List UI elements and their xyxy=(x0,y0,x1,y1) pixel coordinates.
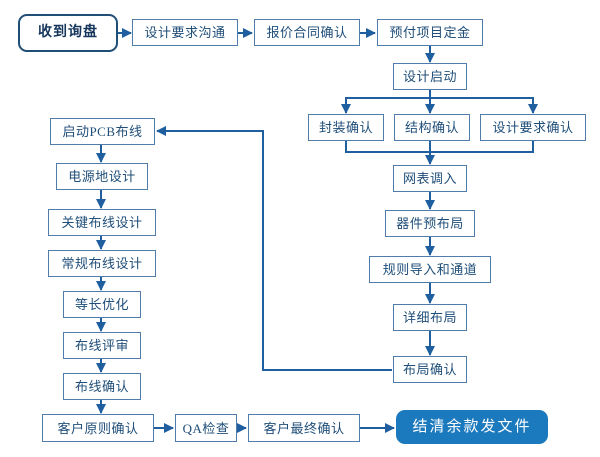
node-routing-review[interactable]: 布线评审 xyxy=(63,332,141,359)
node-design-requirement-communication[interactable]: 设计要求沟通 xyxy=(132,19,238,46)
node-placement-confirm[interactable]: 布局确认 xyxy=(393,356,467,383)
node-prepay-project-deposit[interactable]: 预付项目定金 xyxy=(377,19,483,46)
node-customer-principle-confirm[interactable]: 客户原则确认 xyxy=(42,414,154,442)
node-rule-import-and-channel[interactable]: 规则导入和通道 xyxy=(369,256,491,283)
node-length-matching-optimization[interactable]: 等长优化 xyxy=(63,291,141,318)
edge-n08-merge xyxy=(430,141,534,153)
node-customer-final-confirm[interactable]: 客户最终确认 xyxy=(248,414,360,442)
node-package-confirm[interactable]: 封装确认 xyxy=(308,114,384,141)
node-settle-balance-deliver-files[interactable]: 结清余款发文件 xyxy=(396,410,548,444)
node-routing-confirm[interactable]: 布线确认 xyxy=(63,373,141,400)
node-detailed-placement[interactable]: 详细布局 xyxy=(393,304,467,331)
node-start-pcb-routing[interactable]: 启动PCB布线 xyxy=(50,118,155,145)
node-structure-confirm[interactable]: 结构确认 xyxy=(394,114,470,141)
edge-n06-merge xyxy=(345,141,430,153)
edge-n05-n08 xyxy=(429,90,538,114)
node-receive-inquiry[interactable]: 收到询盘 xyxy=(18,14,118,52)
node-netlist-import[interactable]: 网表调入 xyxy=(393,165,467,192)
node-quotation-contract-confirm[interactable]: 报价合同确认 xyxy=(254,19,360,46)
node-general-routing-design[interactable]: 常规布线设计 xyxy=(48,250,156,277)
node-qa-check[interactable]: QA检查 xyxy=(175,414,237,442)
edge-n13-n14-feedback xyxy=(156,126,392,371)
node-critical-routing-design[interactable]: 关键布线设计 xyxy=(48,209,156,236)
edge-n05-n06 xyxy=(341,90,431,114)
node-design-kickoff[interactable]: 设计启动 xyxy=(393,63,467,90)
node-design-requirement-confirm[interactable]: 设计要求确认 xyxy=(480,114,586,141)
node-power-ground-design[interactable]: 电源地设计 xyxy=(56,163,148,190)
node-component-preplacement[interactable]: 器件预布局 xyxy=(385,210,475,237)
